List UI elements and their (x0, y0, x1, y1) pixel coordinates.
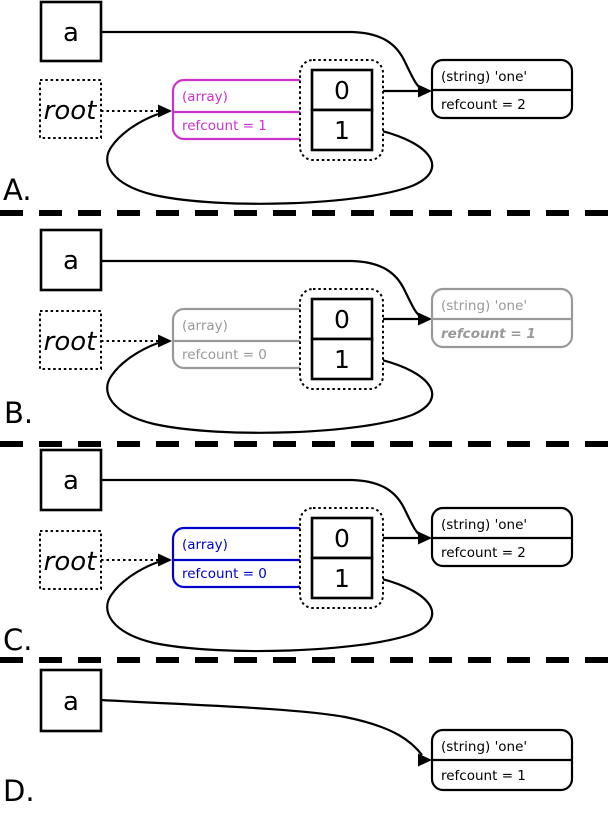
cell-0-label: 0 (334, 76, 350, 105)
panel-label: D. (3, 774, 35, 808)
pointer-a-to-string (101, 30, 422, 90)
pointer-cell1-to-array-loop (106, 341, 434, 434)
panel-c: a root (array) refcount = 0 0 1 (string)… (3, 448, 574, 657)
cell-1 (310, 556, 374, 600)
root-label: root (44, 547, 98, 577)
string-type-label: (string) 'one' (441, 298, 527, 314)
panel-a: a root (array) refcount = 1 0 1 (string)… (3, 0, 574, 207)
var-label: a (63, 18, 79, 48)
string-refcount-label: refcount = 2 (441, 97, 526, 113)
string-type-label: (string) 'one' (441, 739, 527, 755)
var-box (39, 448, 103, 512)
panel-label: C. (3, 623, 32, 657)
var-box (39, 668, 103, 733)
root-label: root (44, 327, 98, 357)
pointer-a-to-string (101, 478, 422, 537)
root-label: root (44, 96, 98, 126)
cell-1-label: 1 (334, 345, 350, 374)
var-label: a (63, 466, 79, 496)
array-node: (array) refcount = 1 (171, 78, 310, 141)
array-type-label: (array) (182, 318, 228, 334)
panel-label: A. (3, 173, 32, 207)
string-refcount-label: refcount = 1 (441, 768, 526, 784)
arrowhead-into-string (418, 312, 432, 326)
var-label: a (63, 687, 79, 717)
string-node: (string) 'one' refcount = 2 (430, 506, 574, 568)
string-type-label: (string) 'one' (441, 69, 527, 85)
string-refcount-label: refcount = 2 (441, 545, 526, 561)
pointer-a-to-string (100, 698, 423, 756)
root-box (39, 310, 102, 370)
root-box (39, 79, 102, 139)
pointer-cell1-to-array-loop (106, 560, 434, 653)
pointer-cell1-to-array-loop (106, 112, 434, 205)
cell-1 (310, 108, 374, 152)
cell-0 (310, 516, 374, 560)
array-type-label: (array) (182, 537, 228, 553)
arrowhead-into-string (418, 84, 432, 98)
var-box (39, 0, 103, 63)
string-type-label: (string) 'one' (441, 517, 527, 533)
array-node: (array) refcount = 0 (171, 307, 310, 370)
var-label: a (63, 246, 79, 276)
var-box (39, 228, 103, 292)
cell-0-label: 0 (334, 305, 350, 334)
arrowhead-into-string (418, 753, 432, 767)
cell-1-label: 1 (334, 116, 350, 145)
panel-b: a root (array) refcount = 0 0 1 (string)… (4, 228, 574, 434)
arrowhead-into-string (418, 531, 432, 545)
panel-label: B. (4, 396, 33, 430)
array-refcount-label: refcount = 0 (182, 347, 267, 363)
arrowhead-into-array (158, 553, 172, 567)
string-node: (string) 'one' refcount = 1 (430, 287, 574, 349)
arrowhead-into-array (158, 104, 172, 118)
string-refcount-label: refcount = 1 (441, 326, 536, 342)
array-type-label: (array) (182, 89, 228, 105)
pointer-a-to-string (101, 259, 422, 318)
cell-1-label: 1 (334, 564, 350, 593)
string-node: (string) 'one' refcount = 2 (430, 58, 574, 120)
root-box (39, 530, 102, 590)
cell-1 (310, 337, 374, 381)
array-refcount-label: refcount = 1 (182, 118, 267, 134)
cell-0-label: 0 (334, 524, 350, 553)
array-refcount-label: refcount = 0 (182, 566, 267, 582)
array-node: (array) refcount = 0 (171, 526, 310, 589)
panel-d: a (string) 'one' refcount = 1 D. (3, 668, 574, 808)
string-node: (string) 'one' refcount = 1 (430, 728, 574, 792)
arrowhead-into-array (158, 334, 172, 348)
